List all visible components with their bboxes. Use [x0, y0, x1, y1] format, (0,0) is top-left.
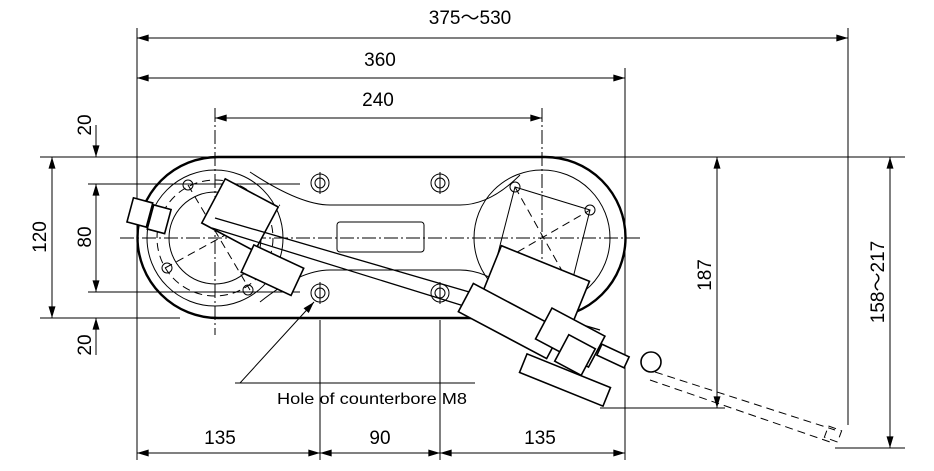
hole-leader [235, 301, 475, 384]
dim-bottom-left: 135 [204, 428, 236, 449]
robot-arm [125, 177, 843, 443]
dim-base-width: 120 [30, 221, 51, 253]
dim-arm-height: 187 [695, 259, 716, 291]
dim-tool-height-range: 158〜217 [868, 241, 889, 323]
dim-axis-spacing: 240 [362, 90, 394, 111]
hole-label: Hole of counterbore M8 [277, 391, 467, 408]
dim-hole-spacing-x: 90 [369, 428, 390, 449]
dim-bottom-margin: 20 [75, 334, 96, 355]
dim-top-margin: 20 [75, 114, 96, 135]
hole-icon [430, 172, 450, 194]
dim-base-length: 360 [364, 50, 396, 71]
dim-hole-spacing-y: 80 [75, 226, 96, 247]
hole-icon [310, 282, 330, 304]
hole-icon [310, 172, 330, 194]
dimension-lines [48, 34, 894, 457]
dim-overall-reach: 375〜530 [429, 8, 511, 29]
dim-bottom-right: 135 [524, 428, 556, 449]
